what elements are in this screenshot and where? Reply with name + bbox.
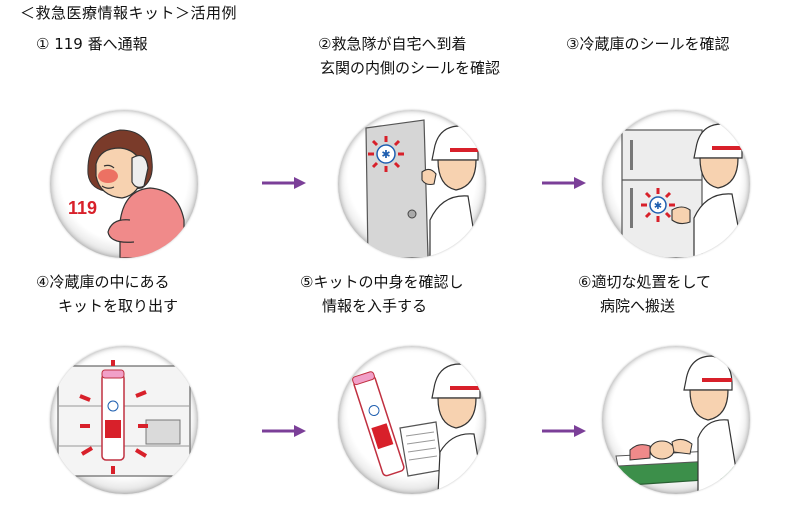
flow-arrow-5-to-6 bbox=[542, 424, 586, 438]
step-2-line-1: ②救急隊が自宅へ到着 bbox=[318, 35, 467, 53]
step-1-label: ① 119 番へ通報 bbox=[36, 32, 148, 56]
step-3-label: ③冷蔵庫のシールを確認 bbox=[566, 32, 729, 56]
page-title: ＜救急医療情報キット＞活用例 bbox=[20, 4, 238, 22]
step-2-illustration: ✱ bbox=[338, 110, 486, 258]
kit-in-fridge-illustration bbox=[57, 360, 191, 477]
step-5-illustration bbox=[338, 346, 486, 494]
step-4-line-2: キットを取り出す bbox=[58, 297, 179, 315]
step-2-label: ②救急隊が自宅へ到着 玄関の内側のシールを確認 bbox=[318, 32, 500, 80]
kit-highlight-burst-icon bbox=[79, 360, 148, 474]
step-6-line-2: 病院へ搬送 bbox=[600, 297, 676, 315]
step-2-line-2: 玄関の内側のシールを確認 bbox=[320, 59, 501, 77]
step-3-illustration: ✱ bbox=[602, 110, 750, 258]
patient-transport-illustration bbox=[611, 355, 741, 494]
fridge-seal-check-illustration: ✱ bbox=[621, 123, 745, 258]
reading-kit-contents-illustration bbox=[352, 363, 485, 494]
step-6-label: ⑥適切な処置をして 病院へ搬送 bbox=[578, 270, 711, 318]
step-6-line-1: ⑥適切な処置をして bbox=[578, 273, 711, 291]
step-5-line-2: 情報を入手する bbox=[322, 297, 428, 315]
paramedic-at-door-illustration: ✱ bbox=[365, 119, 480, 258]
step-1-number-badge: 119 bbox=[68, 198, 98, 218]
step-3-line-1: ③冷蔵庫のシールを確認 bbox=[566, 35, 730, 53]
fridge-seal-burst-icon: ✱ bbox=[641, 188, 675, 222]
flow-arrow-1-to-2 bbox=[262, 176, 306, 190]
svg-text:✱: ✱ bbox=[381, 148, 390, 161]
seal-burst-icon: ✱ bbox=[368, 136, 404, 172]
step-5-line-1: ⑤キットの中身を確認し bbox=[300, 273, 464, 291]
svg-text:✱: ✱ bbox=[654, 201, 662, 212]
step-4-illustration bbox=[50, 346, 198, 494]
step-5-label: ⑤キットの中身を確認し 情報を入手する bbox=[300, 270, 463, 318]
step-4-line-1: ④冷蔵庫の中にある bbox=[36, 273, 170, 291]
flow-arrow-4-to-5 bbox=[262, 424, 306, 438]
step-6-illustration bbox=[602, 346, 750, 494]
flow-arrow-2-to-3 bbox=[542, 176, 586, 190]
step-1-line-1: ① 119 番へ通報 bbox=[36, 35, 148, 53]
step-4-label: ④冷蔵庫の中にある キットを取り出す bbox=[36, 270, 178, 318]
calling-woman-illustration bbox=[87, 129, 185, 258]
step-1-illustration: 119 bbox=[50, 110, 198, 258]
